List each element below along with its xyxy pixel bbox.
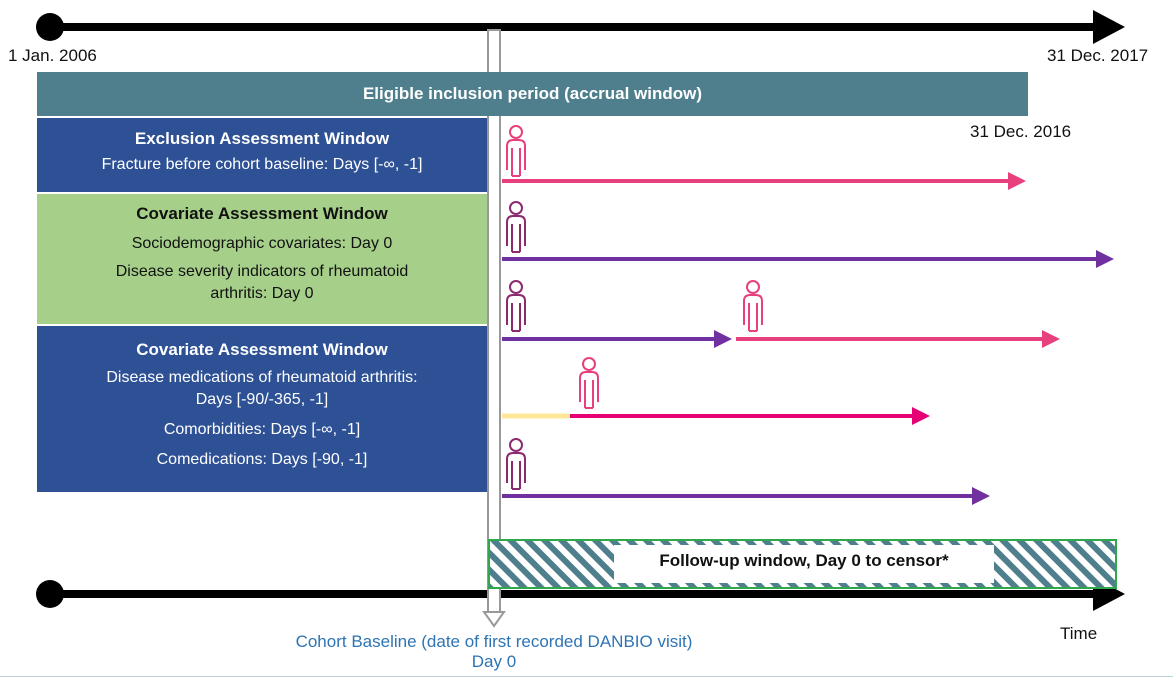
exclusion-window-panel: Exclusion Assessment Window Fracture bef… <box>37 118 487 192</box>
covariate-window-2-line-4: Comedications: Days [-90, -1] <box>156 451 368 468</box>
covariate-window-1-line-3: arthritis: Day 0 <box>210 285 314 302</box>
end-date-label: 31 Dec. 2017 <box>1047 46 1149 65</box>
cohort-baseline-label: Cohort Baseline (date of first recorded … <box>214 632 774 672</box>
covariate-window-2-line-2: Days [-90/-365, -1] <box>195 391 329 408</box>
person-icon <box>506 438 526 490</box>
cohort-baseline-line-1: Cohort Baseline (date of first recorded … <box>295 632 693 651</box>
patient-4 <box>502 407 930 425</box>
person-icon <box>506 201 526 253</box>
person-icon <box>506 280 526 332</box>
baseline-arrow <box>482 29 506 628</box>
patient-2 <box>502 250 1114 268</box>
patient-1 <box>502 172 1026 190</box>
bottom-divider <box>0 676 1173 677</box>
top-timeline <box>36 10 1125 44</box>
covariate-window-1-line-1: Sociodemographic covariates: Day 0 <box>131 235 393 252</box>
accrual-window-bar: Eligible inclusion period (accrual windo… <box>37 72 1028 116</box>
cohort-baseline-line-2: Day 0 <box>471 652 517 671</box>
covariate-window-2-panel: Covariate Assessment Window Disease medi… <box>37 326 487 492</box>
covariate-window-2-line-3: Comorbidities: Days [-∞, -1] <box>163 421 361 438</box>
exclusion-window-title: Exclusion Assessment Window <box>134 129 390 148</box>
time-axis-label: Time <box>1060 624 1098 643</box>
top-axis-arrowhead <box>1093 10 1125 44</box>
exclusion-window-line: Fracture before cohort baseline: Days [-… <box>101 156 423 173</box>
followup-window-label: Follow-up window, Day 0 to censor* <box>659 551 949 570</box>
followup-window-box <box>488 539 1117 589</box>
patient-3 <box>502 330 1060 348</box>
covariate-window-1-title: Covariate Assessment Window <box>136 204 388 223</box>
start-date-label: 1 Jan. 2006 <box>8 46 97 65</box>
person-icon <box>743 280 763 332</box>
person-icon <box>506 125 526 177</box>
patient-5 <box>502 487 990 505</box>
covariate-window-1-panel: Covariate Assessment Window Sociodemogra… <box>37 194 487 324</box>
covariate-window-1-line-2: Disease severity indicators of rheumatoi… <box>115 263 409 280</box>
accrual-end-date-label: 31 Dec. 2016 <box>970 122 1072 141</box>
person-icon <box>579 357 599 409</box>
covariate-window-2-title: Covariate Assessment Window <box>136 340 388 359</box>
covariate-window-2-line-1: Disease medications of rheumatoid arthri… <box>106 369 418 386</box>
